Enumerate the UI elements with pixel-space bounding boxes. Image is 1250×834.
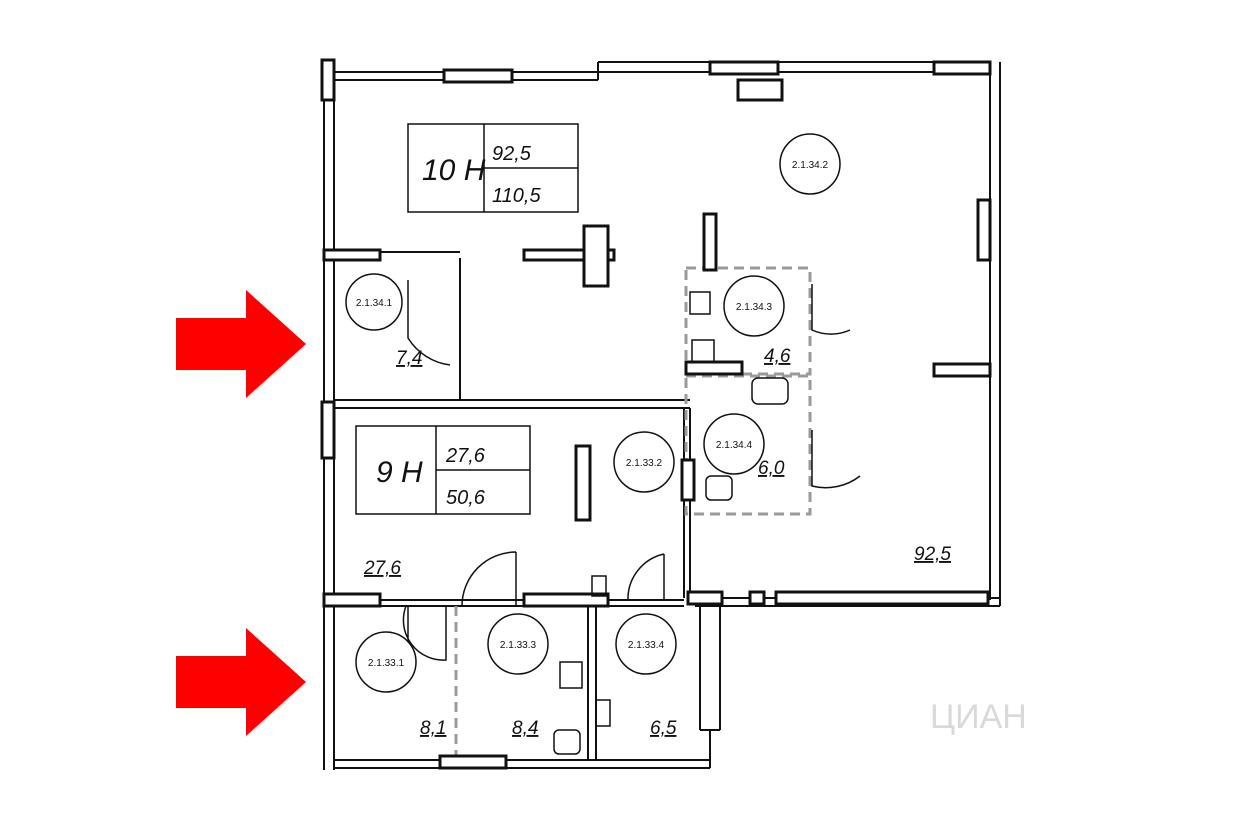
window-bars (320, 58, 992, 770)
room-area: 27,6 (363, 558, 401, 579)
room-code-labels: 2.1.34.2 2.1.34.1 2.1.34.3 2.1.34.4 2.1.… (356, 160, 829, 669)
room-area-labels: 7,4 4,6 6,0 92,5 27,6 8,1 8,4 6,5 (363, 346, 951, 739)
unit-area-living: 92,5 (492, 143, 532, 165)
unit-box-10: 10 Н 92,5 110,5 (407, 123, 579, 213)
room-area: 8,1 (420, 718, 446, 739)
unit-area-total: 50,6 (446, 487, 486, 509)
unit-area-living: 27,6 (445, 445, 486, 467)
dashed-partitions (454, 266, 812, 760)
room-area: 8,4 (512, 718, 538, 739)
room-area: 4,6 (764, 346, 791, 367)
room-code: 2.1.33.1 (368, 658, 405, 669)
unit-name: 9 Н (376, 456, 423, 489)
arrows (176, 290, 306, 736)
room-code: 2.1.33.3 (500, 640, 537, 651)
unit-name: 10 Н (422, 154, 486, 187)
room-code: 2.1.34.1 (356, 298, 393, 309)
room-code: 2.1.33.2 (626, 458, 663, 469)
unit-area-total: 110,5 (492, 185, 541, 207)
doors (402, 280, 861, 661)
room-code: 2.1.34.2 (792, 160, 829, 171)
arrow-right-icon (176, 290, 306, 398)
room-area: 7,4 (396, 348, 422, 369)
room-code: 2.1.34.4 (716, 440, 753, 451)
arrow-right-icon (176, 628, 306, 736)
room-code-circles (345, 133, 841, 693)
room-area: 92,5 (914, 544, 951, 565)
walls (323, 60, 1001, 770)
fixtures (553, 291, 789, 755)
room-code: 2.1.33.4 (628, 640, 665, 651)
unit-box-9: 9 Н 27,6 50,6 (355, 425, 531, 515)
room-code: 2.1.34.3 (736, 302, 773, 313)
room-area: 6,0 (758, 458, 785, 479)
room-area: 6,5 (650, 718, 677, 739)
watermark: ЦИАН (930, 698, 1027, 736)
